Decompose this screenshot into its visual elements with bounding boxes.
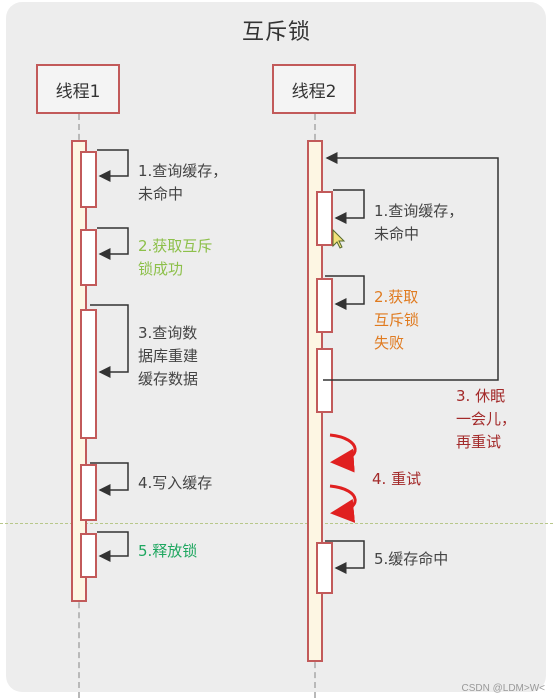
watermark: CSDN @LDM>W< — [461, 683, 546, 694]
thread2-step1-label: 1.查询缓存， 未命中 — [374, 202, 464, 243]
separator-line — [0, 523, 553, 524]
actor-thread2-label: 线程2 — [291, 81, 337, 102]
thread2-step2-label: 2.获取 互斥锁 失败 — [374, 288, 420, 352]
actor-thread2: 线程2 — [272, 64, 356, 114]
thread1-step2-box — [80, 229, 97, 286]
retry-curve-2 — [329, 484, 357, 523]
thread1-step1-box — [80, 151, 97, 208]
actor-thread1: 线程1 — [36, 64, 120, 114]
diagram-title: 互斥锁 — [241, 20, 311, 45]
thread1-step2-label: 2.获取互斥 锁成功 — [138, 237, 213, 278]
thread2-step2-box — [316, 278, 333, 333]
thread2-step5-box — [316, 542, 333, 594]
mouse-cursor-icon — [332, 228, 346, 249]
thread1-step4-box — [80, 464, 97, 521]
thread1-step3-label: 3.查询数 据库重建 缓存数据 — [138, 324, 199, 388]
retry-curve-1 — [329, 433, 357, 473]
thread2-step4-label: 4. 重试 — [372, 470, 422, 488]
thread1-step5-label: 5.释放锁 — [138, 542, 198, 560]
arrow-thread2-step2 — [325, 275, 365, 310]
arrow-thread1-step3 — [90, 304, 129, 378]
thread1-step4-label: 4.写入缓存 — [138, 474, 213, 492]
arrow-thread2-step5 — [325, 540, 365, 574]
arrow-thread1-step2 — [97, 227, 129, 260]
thread1-step3-box — [80, 309, 97, 439]
arrow-thread2-step1 — [333, 189, 365, 224]
thread2-step1-box — [316, 191, 333, 246]
thread2-step5-label: 5.缓存命中 — [374, 550, 449, 568]
thread1-step1-label: 1.查询缓存， 未命中 — [138, 162, 228, 203]
arrow-thread1-step5 — [97, 531, 129, 562]
thread2-step3-label: 3. 休眠 一会儿， 再重试 — [456, 387, 517, 451]
arrow-thread2-retry-loop — [323, 152, 499, 381]
arrow-thread1-step1 — [97, 149, 129, 182]
arrow-thread1-step4 — [90, 462, 129, 496]
actor-thread1-label: 线程1 — [55, 81, 101, 102]
thread1-step5-box — [80, 533, 97, 578]
